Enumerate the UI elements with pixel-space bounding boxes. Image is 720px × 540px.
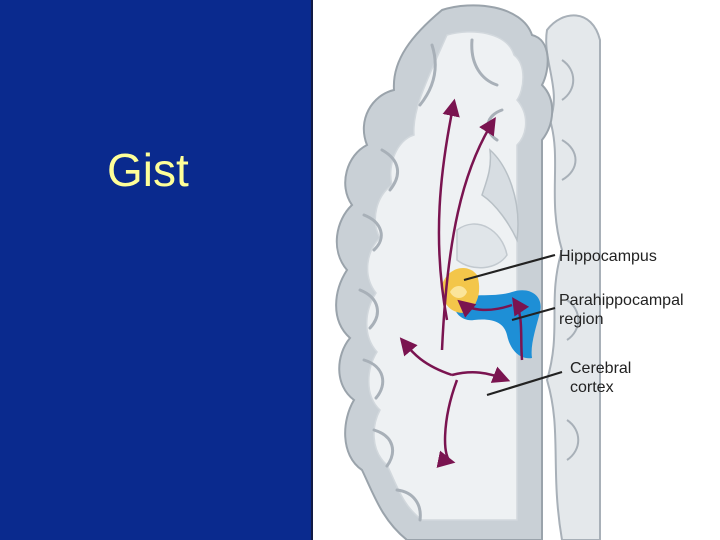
- label-cortex-line1: Cerebral: [570, 360, 631, 377]
- connection-arrows: [399, 98, 530, 468]
- hippocampus-center: [450, 286, 467, 298]
- label-cortex-line2: cortex: [570, 379, 614, 396]
- inner-structure: [456, 223, 508, 269]
- brain-figure-panel: Hippocampus Parahippocampal region Cereb…: [311, 0, 720, 540]
- label-hippocampus: Hippocampus: [559, 248, 657, 265]
- arrow-to-hippocampus: [457, 299, 513, 318]
- arrow-up-right: [440, 117, 496, 351]
- label-parahippocampal-line1: Parahippocampal: [559, 292, 684, 309]
- brain-diagram: Hippocampus Parahippocampal region Cereb…: [335, 4, 684, 540]
- label-parahippocampal-line2: region: [559, 311, 603, 328]
- arrow-into-parahippocampal: [512, 297, 530, 361]
- arrow-down: [436, 379, 459, 468]
- lateral-ventricle: [481, 148, 519, 243]
- arrow-up-left: [437, 98, 460, 321]
- arrow-lower-left: [399, 337, 453, 377]
- opposite-hemisphere-sulci: [561, 59, 580, 461]
- white-matter: [366, 31, 527, 521]
- leader-lines: [463, 253, 563, 397]
- arrow-lower-right: [451, 366, 511, 383]
- opposite-hemisphere-edge: [545, 14, 601, 540]
- slide-title: Gist: [107, 144, 189, 196]
